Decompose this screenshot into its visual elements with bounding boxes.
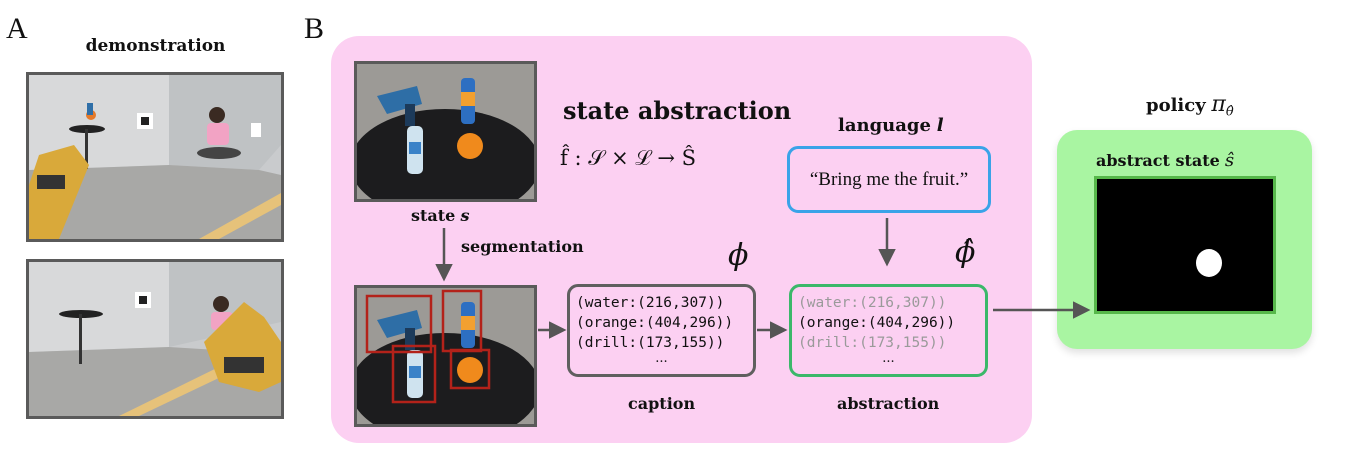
segmented-photo: [354, 285, 537, 427]
seg-box-water: [391, 344, 437, 404]
caption-label: caption: [628, 394, 696, 413]
policy-symbol: π: [1211, 92, 1226, 117]
language-label: language l: [838, 115, 944, 136]
caption-line-water: (water:(216,307)): [576, 295, 725, 311]
state-label-text: state: [411, 206, 456, 225]
demonstration-title: demonstration: [85, 36, 226, 56]
language-symbol: l: [936, 115, 944, 136]
panel-a-letter: A: [6, 12, 28, 45]
policy-subscript: θ̂: [1225, 104, 1234, 120]
panel-b-letter: B: [304, 12, 325, 45]
seg-box-orange: [449, 348, 491, 390]
abstraction-line-water: (water:(216,307)): [798, 295, 947, 311]
policy-label: policy πθ̂: [1146, 92, 1234, 120]
phi-hat-symbol: ϕ̂: [955, 235, 976, 270]
caption-ellipsis: ...: [655, 351, 668, 366]
demonstration-photo-1: [26, 72, 284, 242]
demonstration-photo-2: [26, 259, 284, 419]
abstraction-label: abstraction: [837, 394, 940, 413]
abstraction-ellipsis: ...: [882, 351, 895, 366]
segmentation-label: segmentation: [461, 237, 584, 256]
state-symbol: s: [460, 206, 470, 225]
abstraction-box: (water:(216,307)) (orange:(404,296)) (dr…: [789, 284, 988, 377]
state-label: state s: [411, 206, 469, 225]
abstract-state-label: abstract state ŝ: [1096, 150, 1234, 171]
phi-symbol: ϕ: [728, 238, 749, 273]
caption-box: (water:(216,307)) (orange:(404,296)) (dr…: [567, 284, 756, 377]
abstract-state-symbol: ŝ: [1224, 150, 1235, 171]
abstract-state-mask: [1094, 176, 1276, 314]
abstraction-function-formula: f̂ : 𝒮 × ℒ → Ŝ: [560, 146, 696, 170]
language-box: “Bring me the fruit.”: [787, 146, 991, 213]
seg-box-drill: [365, 294, 433, 354]
abstraction-line-orange: (orange:(404,296)): [798, 315, 956, 331]
mask-blob: [1196, 249, 1222, 277]
abstract-state-label-text: abstract state: [1096, 151, 1220, 170]
state-photo: [354, 61, 537, 202]
caption-line-orange: (orange:(404,296)): [576, 315, 734, 331]
state-abstraction-heading: state abstraction: [563, 96, 792, 125]
abstraction-line-drill: (drill:(173,155)): [798, 335, 947, 351]
policy-label-text: policy: [1146, 95, 1206, 116]
caption-line-drill: (drill:(173,155)): [576, 335, 725, 351]
language-text: “Bring me the fruit.”: [809, 169, 969, 190]
language-label-text: language: [838, 115, 931, 136]
